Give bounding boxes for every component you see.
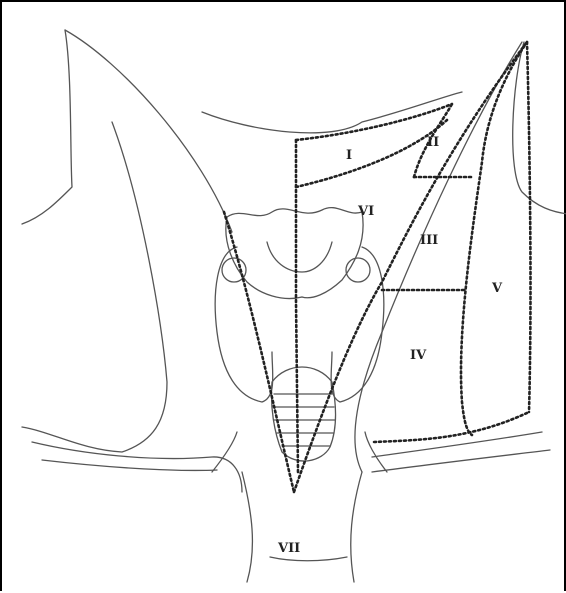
level-IV-label: IV: [410, 348, 427, 363]
level-I-label: I: [346, 148, 352, 163]
neck-outline: [22, 30, 566, 582]
level-III-label: III: [420, 233, 438, 248]
level-VII-label: VII: [277, 541, 300, 556]
level-V-label: V: [491, 281, 503, 296]
level-VI-label: VI: [357, 204, 374, 219]
level-labels: I II III IV V VI VII: [277, 135, 503, 556]
level-II-label: II: [427, 135, 439, 150]
level-boundaries: [224, 42, 530, 492]
